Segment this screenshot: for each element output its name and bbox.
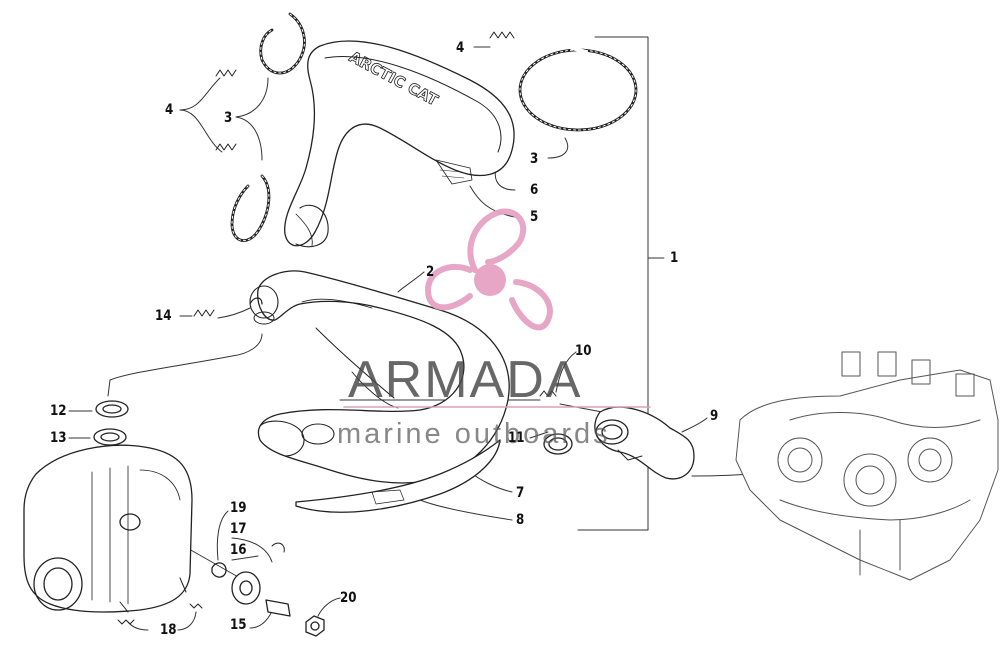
- callout-13: 13: [50, 430, 67, 446]
- callout-5: 5: [530, 209, 539, 225]
- exhaust-manifold: [594, 406, 695, 480]
- callout-19: 19: [230, 500, 247, 516]
- callout-17: 17: [230, 521, 247, 537]
- propeller-logo: [425, 208, 553, 331]
- callout-16: 16: [230, 542, 247, 558]
- clamp-top: [259, 12, 306, 75]
- callout-7: 7: [516, 485, 525, 501]
- callout-14: 14: [155, 308, 172, 324]
- callout-4-top: 4: [456, 40, 465, 56]
- engine: [735, 351, 999, 581]
- callout-8: 8: [516, 512, 525, 528]
- lower-heat-shield: [295, 439, 501, 513]
- tuned-pipe: [249, 270, 510, 484]
- callout-18: 18: [160, 622, 177, 638]
- upper-heat-shield: [284, 40, 515, 248]
- clamp-left: [230, 174, 271, 242]
- sleeves-and-gaskets: [93, 400, 573, 455]
- callout-6: 6: [530, 182, 539, 198]
- callout-10: 10: [575, 343, 592, 359]
- watermark-brand: ARMADA: [348, 351, 583, 409]
- callout-11: 11: [508, 430, 525, 446]
- callout-4-left: 4: [165, 102, 174, 118]
- callout-3-left: 3: [224, 110, 233, 126]
- muffler: [23, 444, 193, 613]
- callout-9: 9: [710, 408, 719, 424]
- callout-1: 1: [670, 250, 679, 266]
- callout-20: 20: [340, 590, 357, 606]
- callout-15: 15: [230, 617, 247, 633]
- springs: [193, 31, 557, 397]
- watermark-tagline: marine outboards: [337, 418, 611, 450]
- callout-2: 2: [426, 264, 435, 280]
- callout-12: 12: [50, 403, 67, 419]
- callout-3-right: 3: [530, 151, 539, 167]
- hardware-parts: [117, 542, 325, 637]
- clamp-right-ring: [518, 46, 638, 132]
